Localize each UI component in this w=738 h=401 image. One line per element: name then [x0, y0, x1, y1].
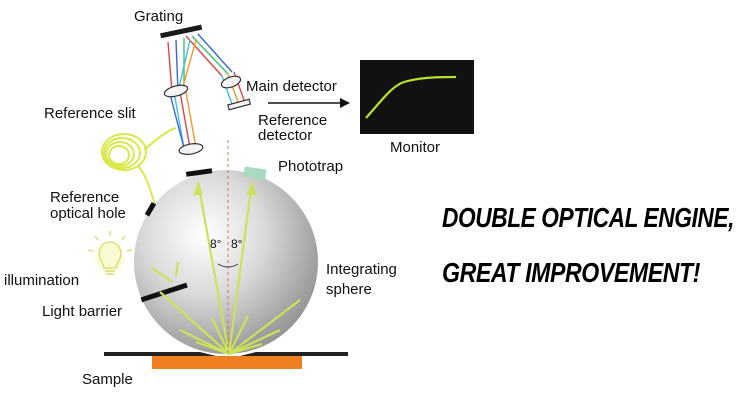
signal-arrowhead: [340, 98, 350, 108]
reference-hole-port: [144, 201, 157, 217]
beam: [185, 91, 197, 149]
beam: [185, 35, 223, 77]
label-angle-right: 8°: [231, 237, 243, 251]
label-integrating-sphere-2: sphere: [326, 281, 372, 298]
beam: [197, 33, 233, 73]
ray: [196, 181, 231, 355]
ray: [174, 261, 180, 277]
sample-holder: [104, 352, 348, 356]
sample-block: [152, 356, 302, 369]
beam: [191, 35, 229, 75]
label-light-barrier: Light barrier: [42, 303, 122, 320]
label-sample: Sample: [82, 371, 133, 388]
label-monitor: Monitor: [390, 139, 440, 156]
beam: [181, 39, 197, 91]
spectrometer-beams: [160, 24, 252, 155]
ray: [228, 315, 249, 355]
monitor-curve: [365, 75, 457, 119]
ray: [228, 329, 281, 355]
ray: [211, 317, 230, 355]
beam: [169, 93, 185, 149]
label-angle-left: 8°: [210, 237, 222, 251]
light-barrier-element: [140, 282, 188, 303]
monitor: [360, 60, 474, 134]
label-main-detector: Main detector: [246, 78, 337, 95]
label-reference-optical-hole-1: Reference: [50, 189, 119, 206]
ray: [159, 291, 230, 355]
beam: [167, 41, 173, 93]
beam: [175, 39, 179, 93]
beam: [177, 39, 191, 93]
fiber-coil: [103, 137, 141, 169]
ray-arrowhead: [193, 182, 203, 196]
fiber-coil: [105, 141, 135, 167]
beam-bundle-left: [167, 38, 197, 149]
detector-element: [227, 98, 252, 111]
label-illumination: illumination: [4, 272, 79, 289]
reference-fiber: [101, 127, 177, 206]
fiber-coil: [101, 133, 147, 171]
monitor-screen: [360, 60, 474, 134]
ray: [228, 342, 263, 356]
mirror-upper: [163, 84, 189, 98]
sample-stage: [104, 352, 348, 369]
beam: [179, 91, 191, 149]
sphere-body: [134, 170, 318, 354]
integrating-sphere: [134, 166, 318, 354]
label-reference-optical-hole-2: optical hole: [50, 205, 126, 222]
sphere-rays: [151, 181, 301, 356]
grating-element: [160, 24, 203, 39]
beam-bundle-right: [177, 33, 245, 105]
label-phototrap: Phototrap: [278, 158, 343, 175]
label-integrating-sphere-1: Integrating: [326, 261, 397, 278]
ray: [227, 181, 254, 355]
fiber-lead-upper: [143, 127, 177, 151]
angle-arc: [217, 263, 239, 268]
slogan-line-1: DOUBLE OPTICAL ENGINE,: [442, 202, 734, 233]
ray: [228, 299, 301, 355]
sphere-entrance-port: [185, 168, 213, 177]
ray: [195, 340, 230, 356]
ray: [151, 267, 173, 283]
label-grating: Grating: [134, 8, 183, 25]
mirror-right: [220, 75, 242, 89]
fiber-lead-lower: [137, 165, 157, 206]
phototrap-element: [243, 166, 267, 180]
label-reference-detector-2: detector: [258, 127, 312, 144]
beam: [173, 91, 185, 149]
label-reference-detector-1: Reference: [258, 112, 327, 129]
slogan-line-2: GREAT IMPROVEMENT!: [442, 257, 700, 288]
label-reference-slit: Reference slit: [44, 105, 137, 122]
bulb-icon: [87, 231, 133, 276]
ray-arrowhead: [247, 182, 257, 196]
fiber-coil: [108, 145, 130, 165]
mirror-lower: [178, 143, 204, 155]
